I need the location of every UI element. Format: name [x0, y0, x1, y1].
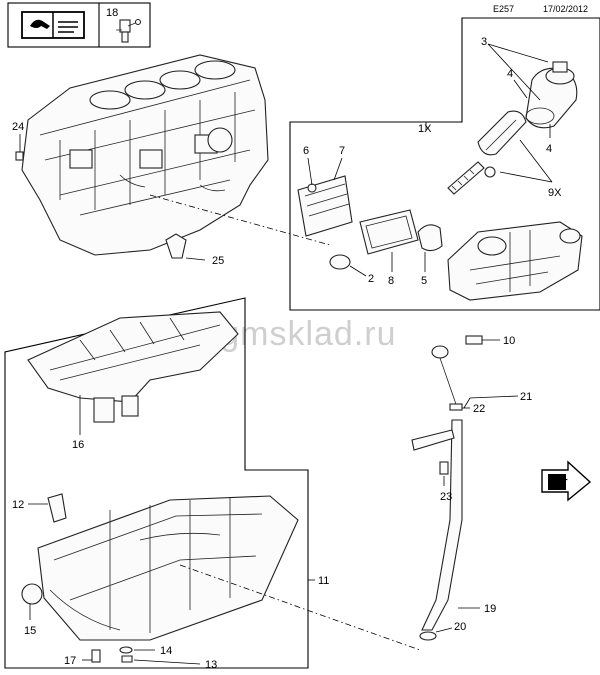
callout-21: 21	[520, 391, 532, 403]
part-8-gasket	[359, 209, 419, 255]
assembly-line-pan	[179, 564, 421, 651]
part-24-bolt	[15, 134, 24, 161]
callout-15: 15	[24, 625, 36, 637]
part-17-bolt	[91, 649, 101, 663]
callout-7: 7	[339, 145, 345, 157]
callout-6: 6	[303, 145, 309, 157]
diagram-date: 17/02/2012	[543, 4, 588, 14]
callout-4a: 4	[507, 68, 513, 80]
callout-23: 23	[440, 491, 452, 503]
callout-4b: 4	[546, 143, 552, 155]
book-wrench-icon	[21, 11, 85, 39]
part-5-seal	[417, 224, 443, 252]
oil-filter-element	[477, 110, 527, 156]
part-20-oring	[419, 631, 437, 641]
part-23-bolt	[439, 461, 449, 475]
callout-13: 13	[205, 659, 217, 671]
part-2-oring	[329, 254, 351, 270]
callout-25: 25	[212, 255, 224, 267]
dipstick-handle	[431, 345, 459, 411]
callout-3: 3	[481, 36, 487, 48]
kit-1x-frame	[289, 17, 600, 311]
callout-2: 2	[368, 273, 374, 285]
callout-14: 14	[160, 645, 172, 657]
callout-8: 8	[388, 275, 394, 287]
part-14-washer	[119, 646, 133, 654]
oil-sensor-icon	[116, 18, 142, 43]
callout-9x: 9X	[548, 187, 562, 199]
callout-12: 12	[12, 499, 24, 511]
callout-1x: 1X	[418, 123, 432, 135]
front-direction-arrow-icon	[541, 460, 592, 502]
callout-11: 11	[318, 575, 329, 587]
part-19-dipstick-tube	[411, 419, 463, 631]
callout-22: 22	[473, 403, 485, 415]
callout-10: 10	[503, 335, 515, 347]
oil-cooler	[297, 175, 353, 237]
callout-5: 5	[421, 275, 427, 287]
callout-17: 17	[64, 655, 76, 667]
diagram-code: E257	[493, 4, 514, 14]
front-marker-label: FRT	[548, 478, 567, 489]
part-22-seal	[449, 403, 463, 411]
filter-spring-pipe	[447, 161, 496, 195]
oil-filter-housing	[447, 221, 583, 301]
part-13-drain-plug	[121, 655, 133, 663]
callout-20: 20	[454, 621, 466, 633]
part-16-windage-tray	[27, 311, 239, 423]
part-15-plug	[21, 583, 43, 605]
legend-box: 18	[7, 2, 151, 48]
callout-16: 16	[72, 439, 84, 451]
part-10-bolt	[465, 335, 483, 345]
legend-item-number: 18	[106, 7, 118, 19]
part-12-sensor	[47, 493, 67, 523]
oil-pan-frame	[4, 297, 309, 669]
engine-block	[21, 54, 269, 256]
callout-24: 24	[12, 121, 24, 133]
part-25-sensor	[165, 233, 206, 261]
callout-19: 19	[484, 603, 496, 615]
oil-pan	[37, 495, 299, 641]
assembly-line-block	[149, 194, 331, 246]
oil-filter-cap	[525, 61, 578, 129]
